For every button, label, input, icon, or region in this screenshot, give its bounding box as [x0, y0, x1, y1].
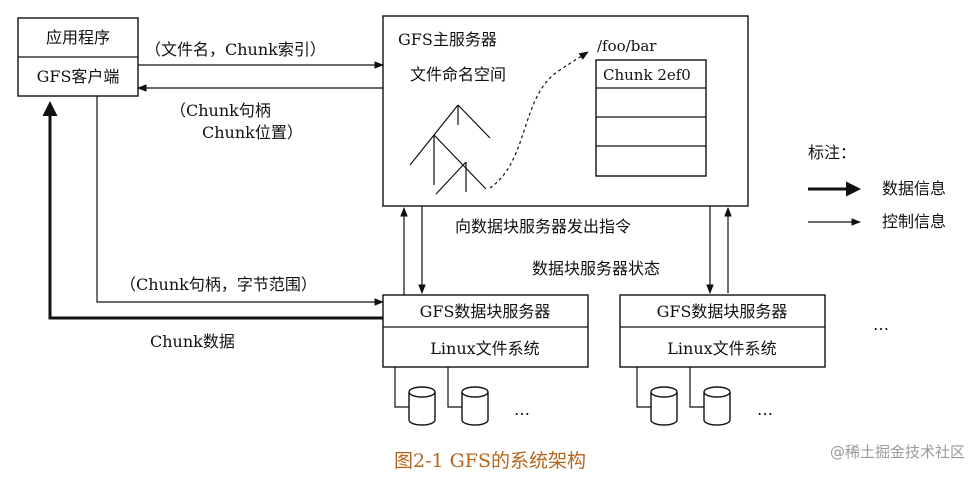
chunk-table [595, 59, 707, 177]
legend-title: 标注： [808, 143, 856, 162]
disk-icon [650, 386, 678, 426]
more-servers-ellipsis: … [873, 315, 889, 334]
chunkserver-title-1: GFS数据块服务器 [420, 302, 551, 321]
chunkserver-1: GFS数据块服务器 Linux文件系统 … [382, 294, 589, 426]
disk-icon [408, 386, 436, 426]
chunk-data-arrow [42, 101, 383, 320]
legend-data-label: 数据信息 [882, 179, 946, 198]
disk-icon [703, 386, 731, 426]
chunkserver-box-1 [382, 294, 589, 368]
reply-label-line2: Chunk位置） [202, 123, 303, 142]
chunk-data-label: Chunk数据 [150, 332, 235, 351]
app-label: 应用程序 [46, 28, 110, 47]
figure-caption: 图2-1 GFS的系统架构 [394, 450, 586, 472]
disk-ellipsis-1: … [514, 400, 530, 419]
chunk-request-label: （Chunk句柄，字节范围） [120, 275, 317, 294]
disk-ellipsis-2: … [757, 400, 773, 419]
chunk-label: Chunk 2ef0 [603, 66, 691, 84]
reply-label-line1: （Chunk句柄 [170, 101, 271, 120]
client-label: GFS客户端 [37, 67, 120, 86]
namespace-label: 文件命名空间 [410, 65, 506, 84]
chunkserver-fs-2: Linux文件系统 [667, 339, 776, 358]
chunkserver-box-2 [619, 294, 826, 368]
watermark: @稀土掘金技术社区 [830, 443, 965, 461]
legend: 标注： 数据信息 控制信息 [808, 143, 946, 231]
client-node: 应用程序 GFS客户端 [17, 17, 139, 97]
master-node: GFS主服务器 文件命名空间 /foo/bar Chunk 2ef0 [382, 15, 749, 207]
master-title: GFS主服务器 [398, 30, 497, 49]
file-path: /foo/bar [597, 37, 657, 55]
chunkserver-title-2: GFS数据块服务器 [657, 302, 788, 321]
disk-icon [461, 386, 489, 426]
chunkserver-2: GFS数据块服务器 Linux文件系统 … [619, 294, 826, 426]
namespace-tree [409, 104, 491, 195]
request-label: （文件名，Chunk索引） [145, 40, 326, 59]
chunk-request-arrow [96, 96, 384, 306]
instructions-label: 向数据块服务器发出指令 [455, 217, 631, 236]
server-state-label: 数据块服务器状态 [532, 259, 660, 278]
chunkserver-fs-1: Linux文件系统 [430, 339, 539, 358]
legend-control-label: 控制信息 [882, 212, 946, 231]
